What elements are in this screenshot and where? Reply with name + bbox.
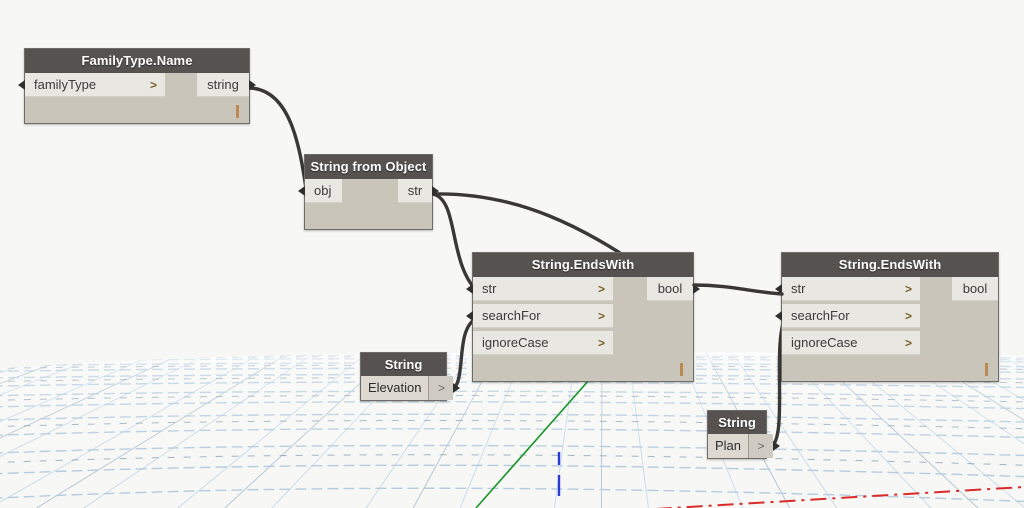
output-port-label: str <box>407 183 423 198</box>
input-port-obj[interactable]: obj <box>298 179 342 203</box>
output-connector-nub <box>453 383 461 393</box>
chevron-right-icon[interactable]: > <box>149 78 157 92</box>
output-connector-nub <box>693 284 700 294</box>
string-value-input[interactable]: Elevation <box>361 376 430 400</box>
input-port-searchfor[interactable]: searchFor > <box>775 304 920 328</box>
output-port-value[interactable]: > <box>429 376 461 400</box>
node-title[interactable]: String <box>708 411 766 434</box>
output-port-glyph: > <box>437 381 445 395</box>
chevron-right-icon[interactable]: > <box>904 309 912 323</box>
input-port-ignorecase[interactable]: ignoreCase > <box>473 331 613 355</box>
input-port-label: searchFor <box>482 308 541 323</box>
input-connector-nub <box>298 186 305 196</box>
input-port-label: searchFor <box>791 308 850 323</box>
node-title[interactable]: String <box>361 353 446 376</box>
input-port-label: obj <box>314 183 332 198</box>
node-string-endswith-2[interactable]: String.EndsWith str > bool searchFor > <box>775 252 999 382</box>
node-string-elevation[interactable]: String Elevation > <box>360 352 461 401</box>
input-port-label: str <box>482 281 497 296</box>
node-familytype-name[interactable]: FamilyType.Name familyType > string <box>18 48 256 124</box>
node-title[interactable]: String.EndsWith <box>782 253 998 277</box>
input-port-str[interactable]: str > <box>775 277 920 301</box>
node-string-endswith-1[interactable]: String.EndsWith str > bool searchFor > <box>466 252 700 382</box>
output-port-label: string <box>207 77 239 92</box>
chevron-right-icon[interactable]: > <box>597 282 605 296</box>
input-port-str[interactable]: str > <box>466 277 613 301</box>
input-port-label: str <box>791 281 806 296</box>
lacing-indicator <box>680 363 683 376</box>
output-port-glyph: > <box>757 439 765 453</box>
chevron-right-icon[interactable]: > <box>904 282 912 296</box>
input-port-searchfor[interactable]: searchFor > <box>466 304 613 328</box>
output-port-value[interactable]: > <box>749 434 781 458</box>
node-title[interactable]: FamilyType.Name <box>25 49 249 73</box>
output-port-label: bool <box>657 281 683 296</box>
lacing-indicator <box>236 105 239 118</box>
input-connector-nub <box>18 80 25 90</box>
node-string-from-object[interactable]: String from Object obj str <box>298 154 439 230</box>
output-port-string[interactable]: string <box>197 73 256 97</box>
chevron-right-icon[interactable]: > <box>597 336 605 350</box>
input-connector-nub <box>775 311 782 321</box>
node-title[interactable]: String.EndsWith <box>473 253 693 277</box>
lacing-indicator <box>985 363 988 376</box>
chevron-right-icon[interactable]: > <box>904 336 912 350</box>
input-connector-nub <box>775 284 782 294</box>
input-port-label: familyType <box>34 77 97 92</box>
input-port-ignorecase[interactable]: ignoreCase > <box>782 331 920 355</box>
output-port-bool[interactable]: bool <box>647 277 700 301</box>
input-connector-nub <box>466 284 473 294</box>
chevron-right-icon[interactable]: > <box>597 309 605 323</box>
output-connector-nub <box>249 80 256 90</box>
output-port-str[interactable]: str <box>398 179 439 203</box>
string-value-input[interactable]: Plan <box>708 434 750 458</box>
input-port-label: ignoreCase <box>791 335 858 350</box>
input-connector-nub <box>466 311 473 321</box>
node-string-plan[interactable]: String Plan > <box>707 410 781 459</box>
input-port-label: ignoreCase <box>482 335 549 350</box>
output-port-bool[interactable]: bool <box>952 277 998 301</box>
node-title[interactable]: String from Object <box>305 155 432 179</box>
output-port-label: bool <box>962 281 988 296</box>
input-port-familytype[interactable]: familyType > <box>18 73 165 97</box>
output-connector-nub <box>773 441 781 451</box>
output-connector-nub <box>432 186 439 196</box>
